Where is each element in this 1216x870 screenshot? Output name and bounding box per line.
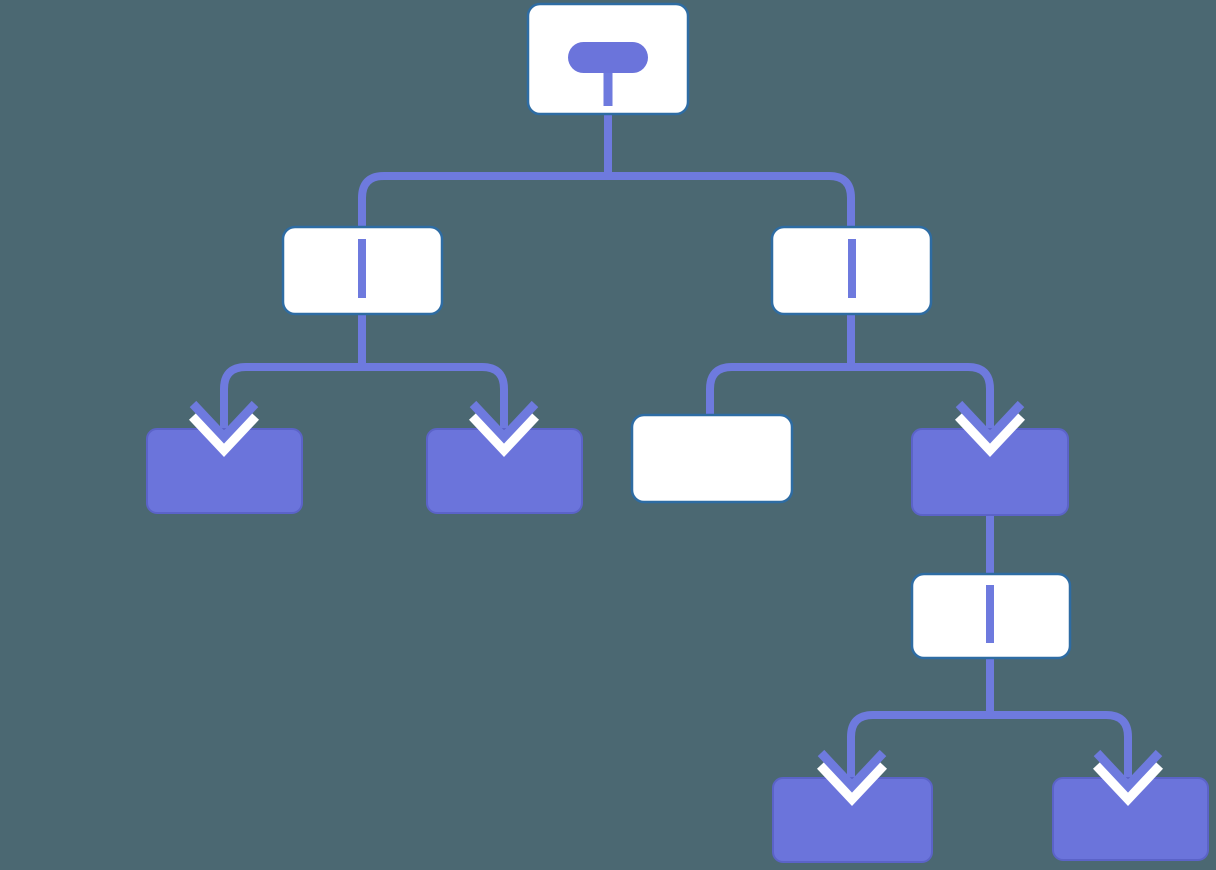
drop-arrow-leaf-3-purple-chevron-icon (817, 749, 887, 793)
drop-arrow-leaf-4-purple-chevron-icon (1093, 749, 1163, 793)
branch-node-bottom[interactable] (910, 572, 1072, 660)
branch-node-left[interactable] (281, 225, 444, 316)
root-node[interactable] (526, 2, 690, 116)
placeholder-node[interactable] (630, 413, 794, 504)
leaf-node-3-body[interactable] (772, 777, 933, 863)
leaf-node-1-body[interactable] (146, 428, 303, 514)
leaf-node-1[interactable] (146, 428, 303, 514)
root-pill-node[interactable] (568, 42, 648, 73)
drop-arrow-leaf-3-white-chevron-icon (816, 761, 888, 807)
drop-arrow-leaf-2-white-chevron-icon (468, 412, 540, 458)
drop-arrow-subtree (954, 400, 1026, 458)
leaf-node-2[interactable] (426, 428, 583, 514)
drop-arrow-leaf-3 (816, 749, 888, 807)
drop-arrow-subtree-purple-chevron-icon (955, 400, 1025, 444)
edge-branch-bottom (847, 711, 1132, 780)
drop-arrow-leaf-1-white-chevron-icon (188, 412, 260, 458)
leaf-node-2-body[interactable] (426, 428, 583, 514)
edge-branch-left (220, 363, 508, 431)
branch-node-right[interactable] (770, 225, 933, 316)
drop-arrow-leaf-4 (1092, 749, 1164, 807)
leaf-node-3[interactable] (772, 777, 933, 863)
edge-branch-top (358, 172, 855, 228)
subtree-node[interactable] (911, 428, 1069, 516)
drop-arrow-leaf-2-purple-chevron-icon (469, 400, 539, 444)
edge-branch-right (706, 363, 994, 431)
drop-arrow-leaf-1-purple-chevron-icon (189, 400, 259, 444)
drop-arrow-leaf-2 (468, 400, 540, 458)
drop-arrow-leaf-4-white-chevron-icon (1092, 761, 1164, 807)
drop-arrow-leaf-1 (188, 400, 260, 458)
drop-arrow-subtree-white-chevron-icon (954, 412, 1026, 458)
subtree-node-body[interactable] (911, 428, 1069, 516)
placeholder-node-body[interactable] (630, 413, 794, 504)
